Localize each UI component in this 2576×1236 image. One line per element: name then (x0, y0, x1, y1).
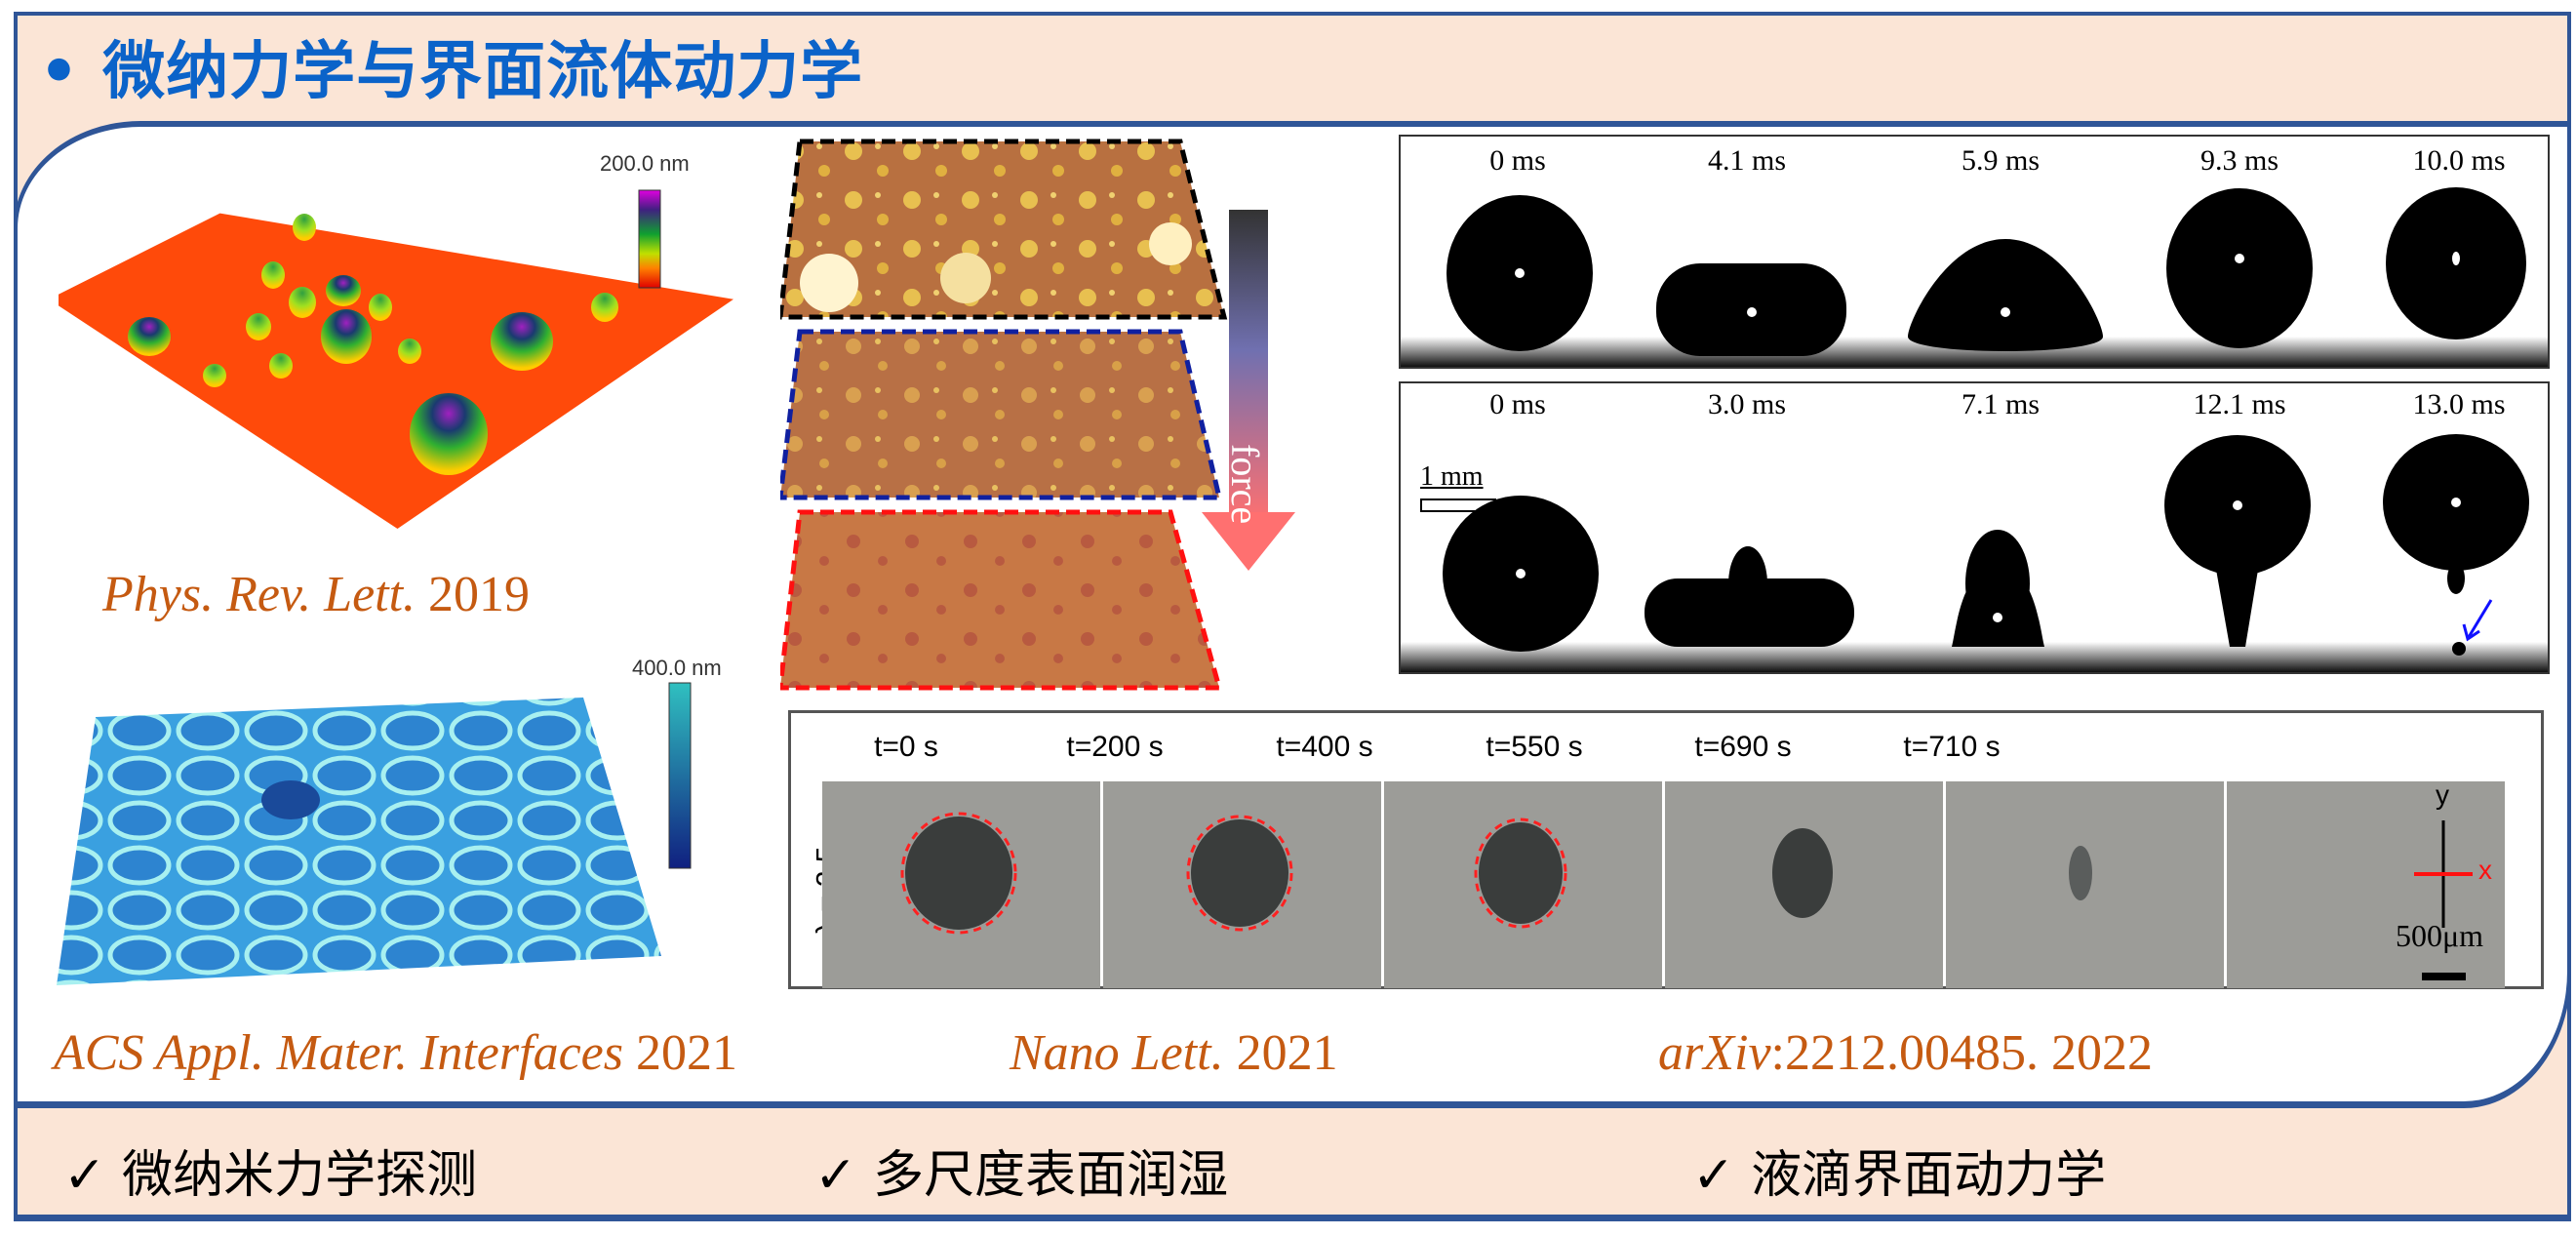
frame-time: 7.1 ms (1961, 388, 2041, 420)
colorbar-label: 200.0 nm (600, 151, 690, 176)
frame-time: t=550 s (1486, 731, 1583, 763)
frame-time: 12.1 ms (2193, 388, 2286, 420)
colorbar-label: 400.0 nm (632, 656, 722, 680)
check-icon: ✓ (1692, 1146, 1735, 1205)
citation-arxiv: arXiv:2212.00485. 2022 (1658, 1025, 2153, 1081)
scale-bar-label: 1 mm (1420, 461, 1484, 492)
frame-time: 5.9 ms (1961, 144, 2041, 177)
check-label: 多尺度表面润湿 (873, 1146, 1229, 1205)
slide-title: • 微纳力学与界面流体动力学 (39, 36, 864, 108)
scale-bar (1420, 498, 1496, 512)
afm-3d-image-honeycomb (57, 682, 692, 985)
frame-time: 0 ms (1489, 144, 1546, 177)
force-label: force (1223, 444, 1267, 525)
droplet-silhouettes (1401, 187, 2548, 367)
check-item: ✓ 多尺度表面润湿 (814, 1134, 1228, 1207)
frame-time: t=200 s (1066, 731, 1164, 763)
force-arrow (1229, 210, 1268, 522)
arrow-icon (2467, 599, 2493, 638)
droplet-evaporation-panel: λ = 2.5 t=0 s t=200 s t=400 s t=550 s t=… (788, 710, 2544, 989)
check-item: ✓ 微纳米力学探测 (63, 1134, 477, 1207)
citation-acs: ACS Appl. Mater. Interfaces 2021 (54, 1025, 737, 1081)
impact-row-2: 0 ms 3.0 ms 7.1 ms 12.1 ms 13.0 ms 1 mm (1399, 381, 2550, 674)
frame-time: 13.0 ms (2412, 388, 2506, 420)
frame-time: t=690 s (1694, 731, 1792, 763)
check-icon: ✓ (814, 1146, 857, 1205)
check-label: 液滴界面动力学 (1751, 1146, 2107, 1205)
frame-time: t=400 s (1276, 731, 1373, 763)
colorbar (638, 189, 661, 289)
droplet-impact-panel: 0 ms 4.1 ms 5.9 ms 9.3 ms 10.0 ms 0 ms 3… (1397, 130, 2553, 678)
scale-bar (2422, 973, 2466, 980)
frame-time: 4.1 ms (1707, 144, 1787, 177)
frame-time: 0 ms (1489, 388, 1546, 420)
evaporation-images (822, 781, 2505, 988)
check-label: 微纳米力学探测 (122, 1146, 478, 1205)
scale-bar-label: 500μm (2396, 918, 2484, 953)
afm-force-sequence (780, 139, 1295, 691)
afm-3d-image-droplets (59, 189, 733, 530)
droplet-silhouettes (1401, 434, 2548, 672)
citation-nano-lett: Nano Lett. 2021 (1010, 1025, 1338, 1081)
check-item: ✓ 液滴界面动力学 (1692, 1134, 2106, 1207)
frame-time: t=0 s (874, 731, 938, 763)
frame-time: 3.0 ms (1707, 388, 1787, 420)
evaporation-frames: t=0 s t=200 s t=400 s t=550 s t=690 s t=… (811, 713, 2547, 781)
frame-time: 9.3 ms (2200, 144, 2279, 177)
frame-time: t=710 s (1903, 731, 2001, 763)
impact-row-1: 0 ms 4.1 ms 5.9 ms 9.3 ms 10.0 ms (1399, 135, 2550, 369)
citation-prl: Phys. Rev. Lett. 2019 (102, 567, 531, 622)
colorbar (668, 682, 692, 869)
axis-x-label: x (2478, 855, 2492, 885)
frame-time: 10.0 ms (2412, 144, 2506, 177)
axis-y-label: y (2436, 779, 2449, 810)
check-icon: ✓ (63, 1146, 106, 1205)
